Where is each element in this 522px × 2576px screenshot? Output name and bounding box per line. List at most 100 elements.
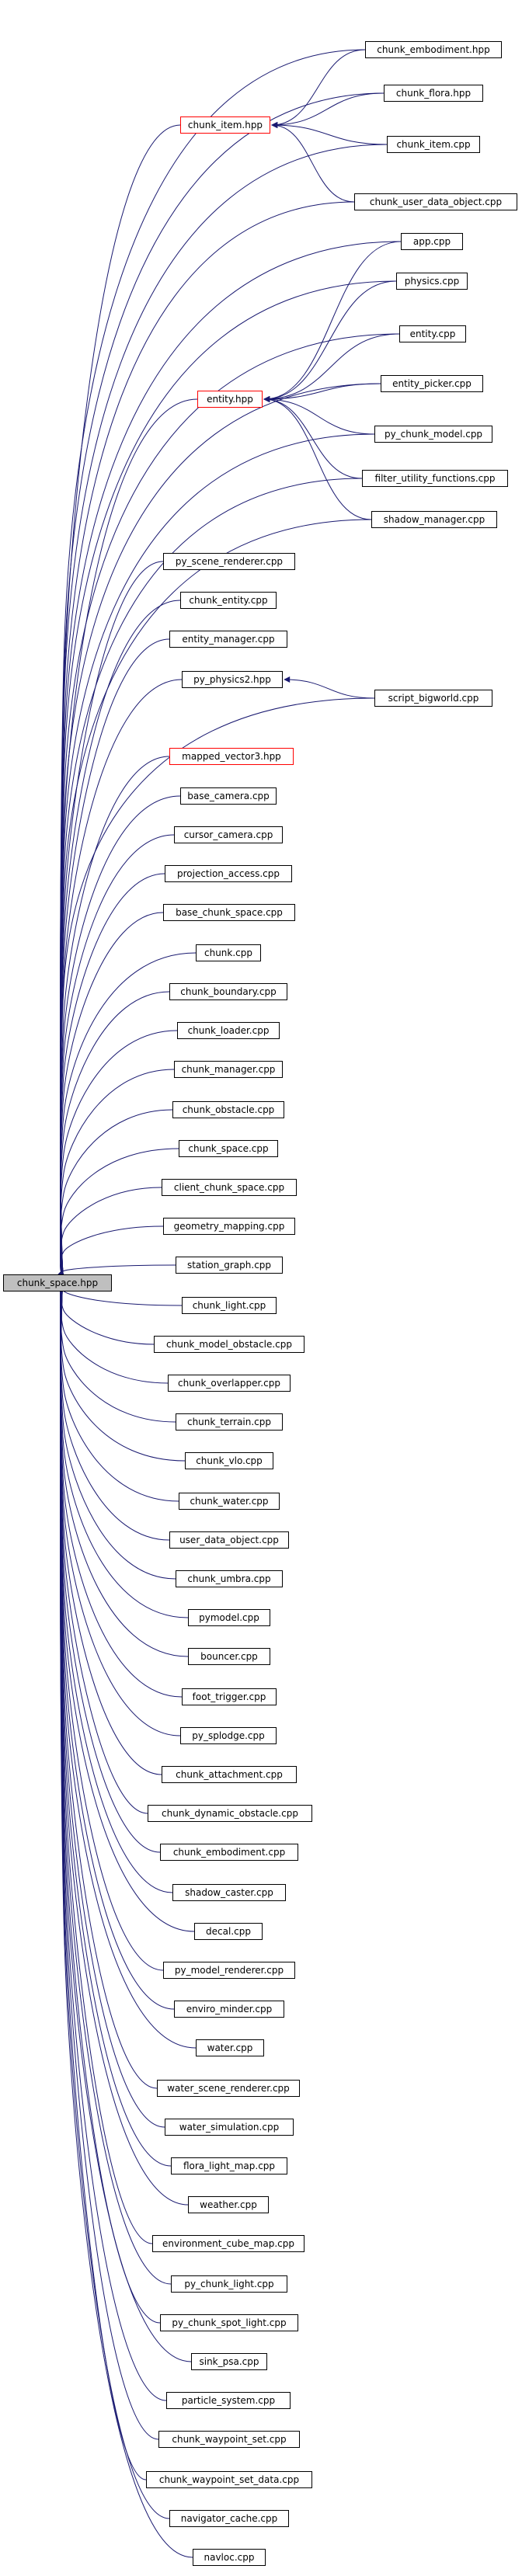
- file-node-navigator-cache-cpp[interactable]: navigator_cache.cpp: [169, 2510, 289, 2527]
- file-node-sink-psa-cpp[interactable]: sink_psa.cpp: [191, 2353, 267, 2370]
- file-node-base-camera-cpp[interactable]: base_camera.cpp: [180, 787, 277, 805]
- file-node-script-bigworld-cpp[interactable]: script_bigworld.cpp: [374, 690, 492, 707]
- edge-n_pycm-to-n_entity_hpp: [263, 396, 375, 435]
- file-node-py-physics2-hpp[interactable]: py_physics2.hpp: [182, 671, 283, 688]
- file-node-py-scene-renderer-cpp[interactable]: py_scene_renderer.cpp: [163, 553, 295, 570]
- file-node-water-cpp[interactable]: water.cpp: [196, 2039, 264, 2056]
- file-node-chunk-attachment-cpp[interactable]: chunk_attachment.cpp: [162, 1766, 297, 1783]
- file-node-chunk-manager-cpp[interactable]: chunk_manager.cpp: [174, 1061, 283, 1078]
- file-node-chunk-vlo-cpp[interactable]: chunk_vlo.cpp: [185, 1452, 273, 1469]
- edge-n_navcache-to-n_root: [57, 1271, 170, 2519]
- file-node-cursor-camera-cpp[interactable]: cursor_camera.cpp: [174, 826, 283, 843]
- file-node-chunk-embodiment-cpp[interactable]: chunk_embodiment.cpp: [160, 1844, 298, 1861]
- edge-n_umbra-to-n_root: [57, 1271, 176, 1580]
- file-node-station-graph-cpp[interactable]: station_graph.cpp: [176, 1257, 283, 1274]
- file-node-navloc-cpp[interactable]: navloc.cpp: [193, 2549, 266, 2566]
- file-node-chunk-terrain-cpp[interactable]: chunk_terrain.cpp: [176, 1413, 283, 1431]
- edge-n_water_c-to-n_root: [57, 1271, 179, 1502]
- edge-n_chunk_item-to-n_root: [57, 124, 181, 1278]
- edge-n_entity_cpp-to-n_root: [57, 333, 400, 1278]
- file-node-water-scene-renderer-cpp[interactable]: water_scene_renderer.cpp: [157, 2080, 300, 2097]
- file-node-pymodel-cpp[interactable]: pymodel.cpp: [188, 1609, 270, 1626]
- file-node-foot-trigger-cpp[interactable]: foot_trigger.cpp: [182, 1688, 277, 1705]
- file-node-chunk-flora-hpp[interactable]: chunk_flora.hpp: [384, 85, 483, 102]
- edge-n_embodiment_hpp-to-n_chunk_item: [271, 49, 366, 128]
- file-node-mapped-vector3-hpp[interactable]: mapped_vector3.hpp: [169, 748, 294, 765]
- file-node-entity-manager-cpp[interactable]: entity_manager.cpp: [169, 631, 287, 648]
- file-node-chunk-model-obstacle-cpp[interactable]: chunk_model_obstacle.cpp: [154, 1336, 304, 1353]
- file-node-chunk-user-data-object-cpp[interactable]: chunk_user_data_object.cpp: [354, 193, 517, 210]
- file-node-chunk-entity-cpp[interactable]: chunk_entity.cpp: [180, 592, 277, 609]
- file-node-base-chunk-space-cpp[interactable]: base_chunk_space.cpp: [163, 904, 295, 921]
- file-node-chunk-embodiment-hpp[interactable]: chunk_embodiment.hpp: [365, 41, 502, 58]
- edge-n_pymr-to-n_root: [57, 1271, 164, 1971]
- edge-n_udo-to-n_chunk_item: [271, 122, 355, 203]
- file-node-chunk-waypoint-set-cpp[interactable]: chunk_waypoint_set.cpp: [158, 2431, 300, 2448]
- edge-n_bigworld-to-n_physics2: [284, 676, 375, 699]
- file-node-bouncer-cpp[interactable]: bouncer.cpp: [188, 1648, 270, 1665]
- edge-n_overlapper-to-n_root: [57, 1271, 169, 1384]
- edge-n_weather-to-n_root: [57, 1271, 189, 2206]
- file-node-entity-cpp[interactable]: entity.cpp: [399, 325, 466, 342]
- file-node-entity-picker-cpp[interactable]: entity_picker.cpp: [381, 375, 483, 392]
- file-node-py-chunk-light-cpp[interactable]: py_chunk_light.cpp: [171, 2275, 287, 2293]
- file-node-chunk-cpp[interactable]: chunk.cpp: [196, 944, 261, 961]
- edge-n_entity_cpp-to-n_entity_hpp: [263, 333, 400, 402]
- file-node-chunk-space-cpp[interactable]: chunk_space.cpp: [179, 1140, 278, 1157]
- edge-n_manager-to-n_root: [57, 1069, 175, 1278]
- file-node-shadow-caster-cpp[interactable]: shadow_caster.cpp: [172, 1884, 286, 1901]
- file-node-chunk-obstacle-cpp[interactable]: chunk_obstacle.cpp: [172, 1101, 284, 1118]
- file-node-entity-hpp[interactable]: entity.hpp: [197, 391, 263, 408]
- file-node-decal-cpp[interactable]: decal.cpp: [194, 1923, 263, 1940]
- file-node-py-chunk-spot-light-cpp[interactable]: py_chunk_spot_light.cpp: [160, 2314, 298, 2331]
- file-node-water-simulation-cpp[interactable]: water_simulation.cpp: [165, 2119, 294, 2136]
- file-node-environment-cube-map-cpp[interactable]: environment_cube_map.cpp: [152, 2235, 304, 2252]
- file-node-shadow-manager-cpp[interactable]: shadow_manager.cpp: [371, 511, 497, 528]
- file-node-user-data-object-cpp[interactable]: user_data_object.cpp: [169, 1531, 289, 1549]
- file-node-py-model-renderer-cpp[interactable]: py_model_renderer.cpp: [163, 1962, 295, 1979]
- edge-n_boundary-to-n_root: [57, 991, 170, 1278]
- file-node-chunk-loader-cpp[interactable]: chunk_loader.cpp: [177, 1022, 280, 1039]
- edge-n_pyscene-to-n_root: [57, 561, 164, 1278]
- file-node-py-chunk-model-cpp[interactable]: py_chunk_model.cpp: [374, 426, 492, 443]
- edge-n_client_cs-to-n_root: [57, 1187, 162, 1278]
- edge-n_app-to-n_entity_hpp: [263, 241, 402, 402]
- file-node-chunk-umbra-cpp[interactable]: chunk_umbra.cpp: [176, 1570, 283, 1587]
- edge-n_base_cs-to-n_root: [57, 912, 164, 1278]
- file-node-chunk-waypoint-set-data-cpp[interactable]: chunk_waypoint_set_data.cpp: [146, 2471, 312, 2488]
- file-node-geometry-mapping-cpp[interactable]: geometry_mapping.cpp: [163, 1218, 295, 1235]
- file-node-filter-utility-functions-cpp[interactable]: filter_utility_functions.cpp: [362, 470, 508, 487]
- edge-n_chunk_entity-to-n_root: [57, 600, 181, 1278]
- file-node-weather-cpp[interactable]: weather.cpp: [188, 2196, 269, 2213]
- edge-n_pylight-to-n_root: [57, 1271, 172, 2285]
- file-node-projection-access-cpp[interactable]: projection_access.cpp: [165, 865, 292, 882]
- edge-n_filter-to-n_entity_hpp: [263, 396, 363, 479]
- edge-n_picker-to-n_entity_hpp: [263, 383, 381, 402]
- file-node-chunk-dynamic-obstacle-cpp[interactable]: chunk_dynamic_obstacle.cpp: [148, 1805, 312, 1822]
- edge-n_flora_hpp-to-n_chunk_item: [271, 92, 385, 128]
- file-node-chunk-overlapper-cpp[interactable]: chunk_overlapper.cpp: [168, 1375, 291, 1392]
- file-node-client-chunk-space-cpp[interactable]: client_chunk_space.cpp: [162, 1179, 297, 1196]
- file-node-enviro-minder-cpp[interactable]: enviro_minder.cpp: [174, 2001, 284, 2018]
- file-node-flora-light-map-cpp[interactable]: flora_light_map.cpp: [171, 2157, 287, 2174]
- edge-n_pyspot-to-n_root: [57, 1271, 161, 2324]
- edge-n_entity_mgr-to-n_root: [57, 638, 170, 1278]
- file-node-particle-system-cpp[interactable]: particle_system.cpp: [166, 2392, 291, 2409]
- edge-n_geom-to-n_root: [57, 1225, 164, 1278]
- edge-n_space-to-n_root: [57, 1148, 179, 1278]
- file-node-chunk-water-cpp[interactable]: chunk_water.cpp: [179, 1493, 280, 1510]
- file-node-chunk-item-hpp[interactable]: chunk_item.hpp: [180, 116, 270, 134]
- edge-n_shadowmgr-to-n_entity_hpp: [263, 396, 372, 520]
- file-node-chunk-boundary-cpp[interactable]: chunk_boundary.cpp: [169, 983, 287, 1000]
- edge-n_loader-to-n_root: [57, 1030, 178, 1278]
- edge-n_navloc-to-n_root: [57, 1271, 193, 2558]
- edge-n_enviro-to-n_root: [57, 1271, 175, 2010]
- file-node-chunk-item-cpp[interactable]: chunk_item.cpp: [387, 136, 480, 153]
- root-node[interactable]: chunk_space.hpp: [3, 1274, 112, 1291]
- file-node-chunk-light-cpp[interactable]: chunk_light.cpp: [182, 1297, 277, 1314]
- file-node-py-splodge-cpp[interactable]: py_splodge.cpp: [180, 1727, 277, 1744]
- file-node-physics-cpp[interactable]: physics.cpp: [396, 273, 468, 290]
- file-node-app-cpp[interactable]: app.cpp: [401, 233, 463, 250]
